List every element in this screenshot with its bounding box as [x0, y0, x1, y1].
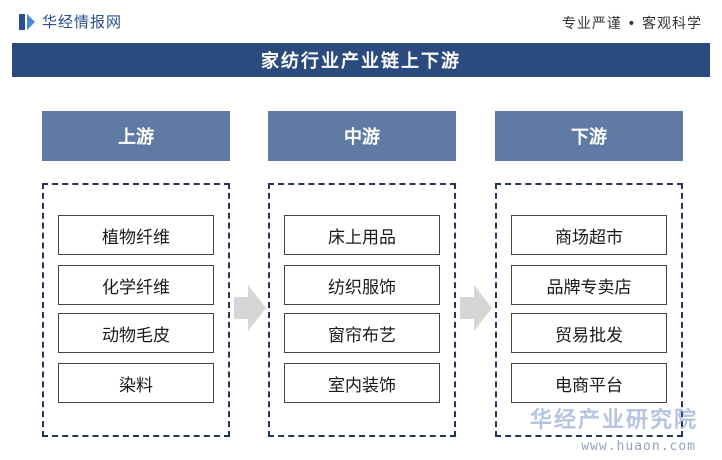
column-box-downstream: 商场超市 品牌专卖店 贸易批发 电商平台: [495, 183, 683, 437]
diagram-title: 家纺行业产业链上下游: [12, 43, 710, 77]
column-box-upstream: 植物纤维 化学纤维 动物毛皮 染料: [42, 183, 230, 437]
column-upstream: 上游 植物纤维 化学纤维 动物毛皮 染料: [42, 111, 230, 437]
column-header-upstream: 上游: [42, 111, 230, 161]
item-box: 室内装饰: [284, 363, 440, 403]
brand-logo: 华经情报网: [18, 11, 122, 32]
slogan: 专业严谨 • 客观科学: [561, 16, 702, 32]
item-box: 电商平台: [511, 363, 667, 403]
column-header-downstream: 下游: [495, 111, 683, 161]
watermark-url: www.huaon.com: [581, 439, 696, 454]
flow-arrow-icon: [460, 285, 492, 331]
item-box: 动物毛皮: [58, 313, 214, 353]
flow-arrow-icon: [234, 285, 266, 331]
item-box: 床上用品: [284, 215, 440, 255]
column-downstream: 下游 商场超市 品牌专卖店 贸易批发 电商平台: [495, 111, 683, 437]
item-box: 化学纤维: [58, 265, 214, 305]
brand-name: 华经情报网: [42, 13, 123, 31]
item-box: 贸易批发: [511, 313, 667, 353]
column-box-midstream: 床上用品 纺织服饰 窗帘布艺 室内装饰: [268, 183, 456, 437]
watermark-text: 华经产业研究院: [529, 408, 698, 433]
column-header-midstream: 中游: [268, 111, 456, 161]
top-bar: 华经情报网 专业严谨 • 客观科学: [0, 0, 722, 40]
item-box: 商场超市: [511, 215, 667, 255]
item-box: 纺织服饰: [284, 265, 440, 305]
item-box: 窗帘布艺: [284, 313, 440, 353]
item-box: 植物纤维: [58, 215, 214, 255]
logo-icon: [19, 13, 35, 30]
column-midstream: 中游 床上用品 纺织服饰 窗帘布艺 室内装饰: [268, 111, 456, 437]
item-box: 品牌专卖店: [511, 265, 667, 305]
item-box: 染料: [58, 363, 214, 403]
